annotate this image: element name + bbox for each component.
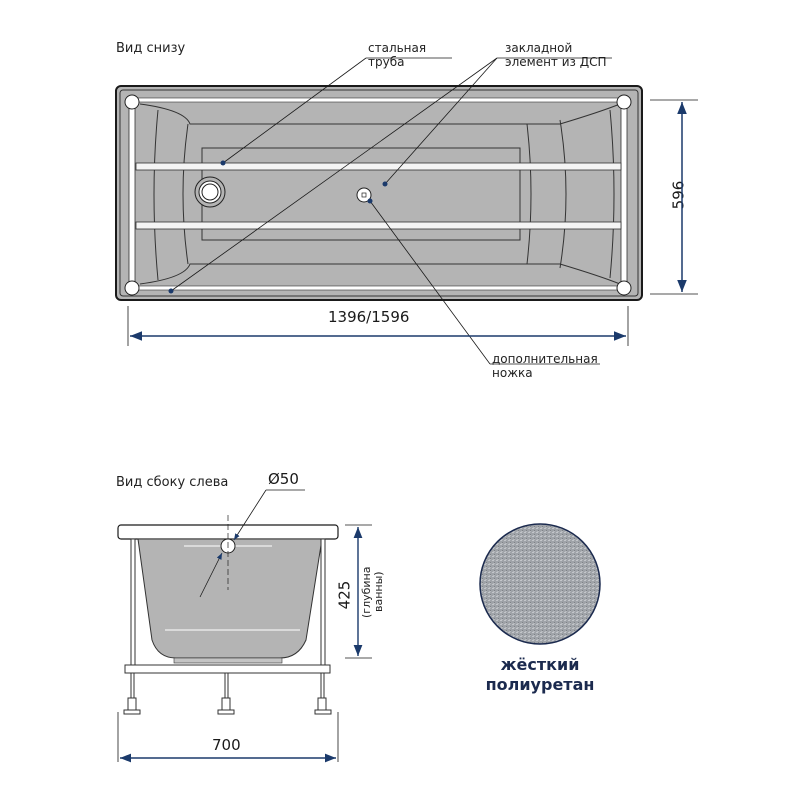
callout-insert-line1: закладной [505,41,573,55]
side-view [117,489,372,763]
callout-insert-line2: элемент из ДСП [505,55,607,69]
drain-diameter: Ø50 [268,470,299,488]
callout-extra-leg-line2: ножка [492,366,533,380]
length-dimension: 1396/1596 [328,308,410,326]
top-view-title: Вид снизу [116,41,186,56]
material-label-line1: жёсткий [500,655,580,674]
side-width-dimension: 700 [212,736,241,754]
material-label-line2: полиуретан [485,675,595,694]
callout-steel-pipe-line1: стальная [368,41,427,55]
top-view [115,57,698,365]
callout-steel-pipe-line2: труба [368,55,405,69]
material-swatch [479,523,601,645]
callout-extra-leg-line1: дополнительная [492,352,598,366]
side-view-title: Вид сбоку слева [116,475,229,490]
